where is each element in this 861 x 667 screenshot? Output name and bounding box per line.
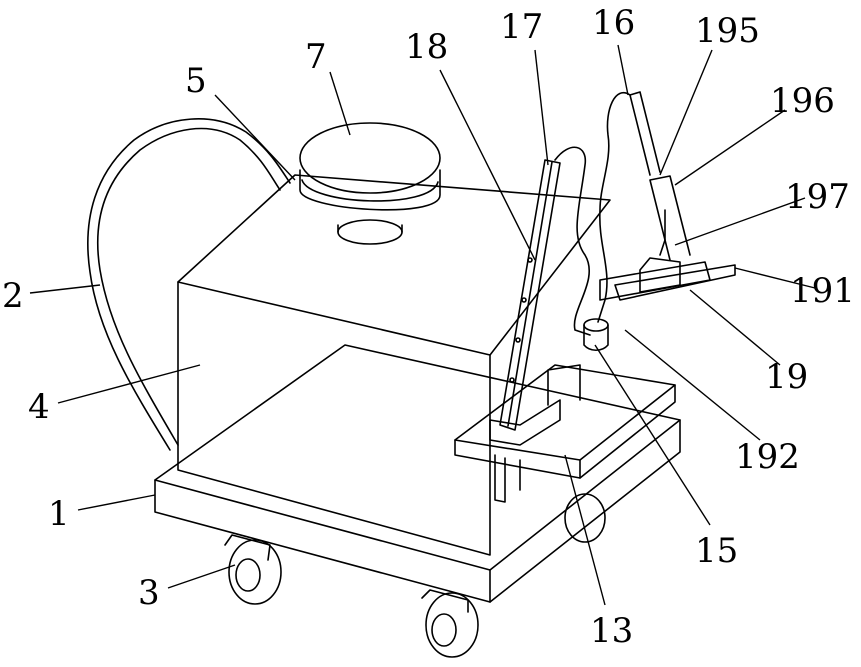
label-16: 16 [592,3,635,43]
label-4: 4 [28,387,50,427]
tank-lid [300,123,440,244]
wheels [225,494,605,657]
label-18: 18 [405,27,448,67]
label-17: 17 [500,7,543,47]
label-196: 196 [770,81,835,121]
label-195: 195 [695,11,760,51]
label-19: 19 [765,357,808,397]
label-1: 1 [48,494,70,534]
label-7: 7 [305,37,327,77]
water-tank [178,175,610,555]
label-5: 5 [185,61,207,101]
label-2: 2 [2,276,24,316]
leader-lines [30,45,815,605]
label-197: 197 [785,177,850,217]
base-plate [155,345,680,602]
label-3: 3 [138,573,160,613]
label-15: 15 [695,531,738,571]
label-13: 13 [590,611,633,651]
label-192: 192 [735,437,800,477]
nozzle-arm [584,92,735,350]
label-191: 191 [790,271,855,311]
spray-rod [500,147,590,430]
